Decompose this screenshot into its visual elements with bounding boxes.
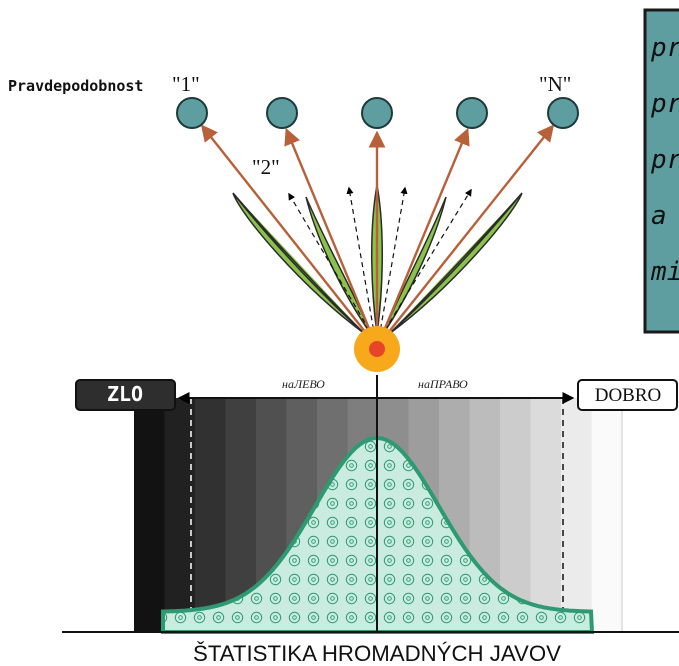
probability-label: Pravdepodobnost	[8, 77, 143, 95]
note-line: pr	[650, 89, 679, 119]
gradient-band	[561, 398, 593, 632]
source-inner	[369, 341, 385, 357]
zlo-label: ZLO	[107, 382, 143, 406]
outcome-nodes	[176, 97, 579, 129]
outcome-node-2	[266, 97, 298, 129]
gradient-band	[195, 398, 227, 632]
label-two: "2"	[252, 155, 280, 179]
dobro-box	[577, 379, 678, 411]
gradient-band	[530, 398, 562, 632]
outcome-node-1	[176, 97, 208, 129]
probability-arrows	[200, 124, 555, 339]
label-n: "N"	[539, 72, 571, 96]
note-line: mi	[650, 257, 679, 287]
label-one: "1"	[172, 72, 200, 96]
zlo-box	[75, 379, 176, 411]
outcome-node-n	[547, 97, 579, 129]
leaf-far-left	[232, 192, 366, 335]
outcome-node-4	[456, 97, 488, 129]
note-line: a	[651, 201, 667, 231]
outcome-node-3	[361, 97, 393, 129]
note-line: pr	[650, 145, 679, 175]
leaves	[232, 184, 523, 335]
gradient-band	[591, 398, 623, 632]
dashed-arrows	[288, 186, 472, 339]
bottom-title: ŠTATISTIKA HROMADNÝCH JAVOV	[193, 641, 561, 666]
note-box: pr pr pr a mi	[643, 8, 679, 334]
note-line: pr	[650, 33, 679, 63]
dobro-label: DOBRO	[595, 385, 662, 406]
left-direction-label: наЛЕВО	[282, 377, 325, 391]
right-direction-label: наПРАВО	[418, 377, 468, 391]
gradient-band	[134, 398, 166, 632]
